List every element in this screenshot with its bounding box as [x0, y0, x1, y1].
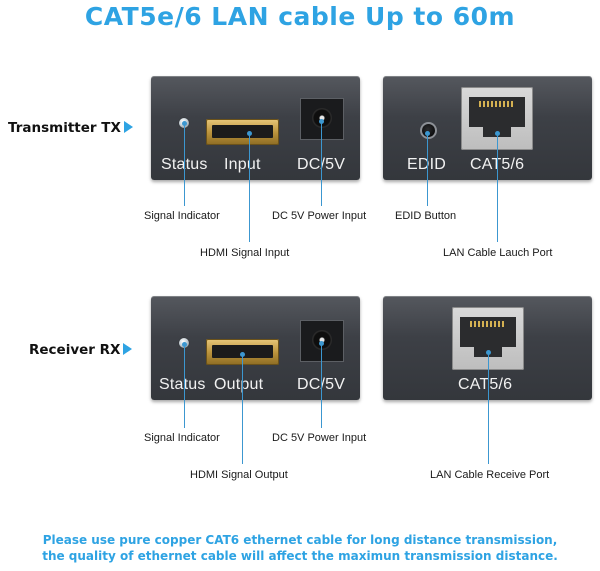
tx-power-leader [321, 122, 322, 206]
tx-status-leader [184, 124, 185, 206]
arrow-right-icon [123, 343, 133, 355]
tx-input-text: Input [224, 156, 261, 173]
receiver-label-text: Receiver RX [29, 342, 121, 358]
cable-note-line-2: the quality of ethernet cable will affec… [42, 549, 558, 563]
tx-power-dot [319, 119, 324, 124]
tx-signal-indicator-label: Signal Indicator [144, 210, 220, 222]
receiver-label: Receiver RX [29, 342, 133, 358]
tx-lan-port-label: LAN Cable Lauch Port [443, 247, 553, 259]
rx-lan-leader [488, 353, 489, 464]
transmitter-label: Transmitter TX [8, 120, 133, 136]
tx-hdmi-leader [249, 134, 250, 242]
tx-rj45-pins [479, 101, 515, 107]
tx-rj45-port [461, 87, 533, 150]
rx-lan-port-label: LAN Cable Receive Port [430, 469, 550, 481]
tx-edid-button-graphic [420, 122, 437, 139]
page-title: CAT5e/6 LAN cable Up to 60m [84, 2, 516, 31]
rx-lan-text: CAT5/6 [458, 376, 513, 393]
tx-edid-dot [425, 131, 430, 136]
tx-lan-dot [495, 131, 500, 136]
rx-status-dot [182, 342, 187, 347]
tx-lan-leader [497, 134, 498, 242]
rx-back-panel: CAT5/6 [383, 296, 592, 400]
tx-hdmi-input-label: HDMI Signal Input [200, 247, 290, 259]
rx-power-leader [321, 344, 322, 428]
tx-dc-jack [312, 108, 332, 128]
tx-back-panel: EDID CAT5/6 [383, 76, 592, 180]
rx-hdmi-dot [240, 352, 245, 357]
tx-hdmi-dot [247, 131, 252, 136]
tx-edid-button-label: EDID Button [395, 210, 457, 222]
cable-note-line-1: Please use pure copper CAT6 ethernet cab… [42, 533, 558, 547]
tx-status-dot [182, 121, 187, 126]
tx-hdmi-port [206, 119, 279, 145]
tx-power-text: DC/5V [297, 156, 346, 173]
tx-edid-leader [427, 134, 428, 206]
rx-front-panel: Status Output DC/5V [151, 296, 360, 400]
arrow-right-icon [123, 121, 133, 133]
rx-rj45-pins [470, 321, 506, 327]
rx-status-leader [184, 345, 185, 428]
tx-dc-port-frame [300, 98, 344, 140]
rx-hdmi-leader [242, 355, 243, 464]
rx-rj45-socket [460, 317, 516, 347]
rx-power-input-label: DC 5V Power Input [272, 432, 367, 444]
tx-power-input-label: DC 5V Power Input [272, 210, 367, 222]
transmitter-label-text: Transmitter TX [8, 120, 121, 136]
tx-front-panel: Status Input DC/5V [151, 76, 360, 180]
rx-dc-jack [312, 330, 332, 350]
rx-signal-indicator-label: Signal Indicator [144, 432, 220, 444]
rx-lan-dot [486, 350, 491, 355]
rx-power-text: DC/5V [297, 376, 346, 393]
rx-status-text: Status [159, 376, 206, 393]
tx-edid-text: EDID [407, 156, 446, 174]
rx-hdmi-output-label: HDMI Signal Output [190, 469, 288, 481]
rx-output-text: Output [214, 376, 264, 393]
rx-power-dot [319, 341, 324, 346]
tx-rj45-socket [469, 97, 525, 127]
